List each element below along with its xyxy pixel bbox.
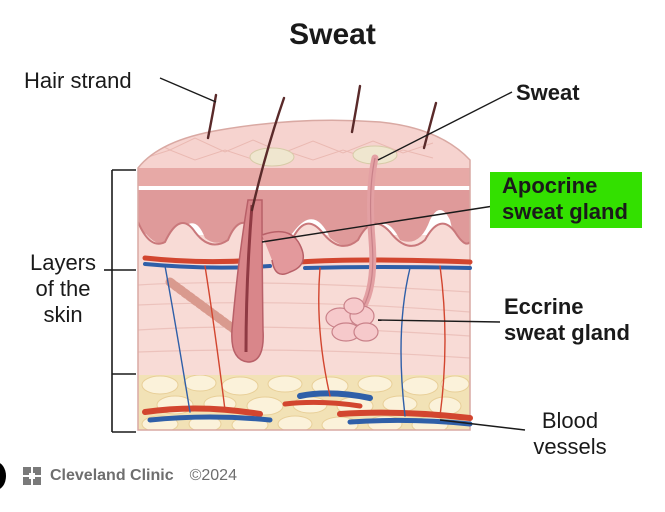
eccrine-label-line2: sweat gland xyxy=(504,320,630,345)
blood-label-line1: Blood xyxy=(541,408,599,433)
layers-label-line2: of the xyxy=(35,276,91,301)
blood-label-line2: vessels xyxy=(533,434,607,459)
layers-of-skin-label: Layers of the skin xyxy=(18,250,108,328)
apocrine-label-line2: sweat gland xyxy=(502,199,628,224)
hair-strands xyxy=(206,84,438,212)
eccrine-label-line1: Eccrine xyxy=(504,294,584,319)
blood-vessels-label: Blood vessels xyxy=(525,408,615,460)
hair-follicle xyxy=(231,199,305,363)
cleveland-clinic-logo-icon xyxy=(23,467,41,485)
brand-name: Cleveland Clinic xyxy=(50,467,174,484)
leader-lines xyxy=(159,77,526,431)
layers-bracket xyxy=(104,169,136,433)
sweat-label: Sweat xyxy=(516,80,580,105)
footer: Cleveland Clinic ©2024 xyxy=(22,466,237,486)
hair-strand-label: Hair strand xyxy=(24,68,132,93)
eccrine-gland xyxy=(325,154,379,342)
copyright-text: ©2024 xyxy=(189,467,237,484)
apocrine-gland-label: Apocrine sweat gland xyxy=(490,172,642,228)
layers-label-line3: skin xyxy=(43,302,83,327)
edge-circle xyxy=(0,462,6,490)
apocrine-label-line1: Apocrine xyxy=(502,173,598,198)
layers-label-line1: Layers xyxy=(29,250,97,275)
diagram-title: Sweat xyxy=(289,18,376,51)
blood-vessels xyxy=(142,255,473,427)
eccrine-gland-label: Eccrine sweat gland xyxy=(504,294,630,346)
